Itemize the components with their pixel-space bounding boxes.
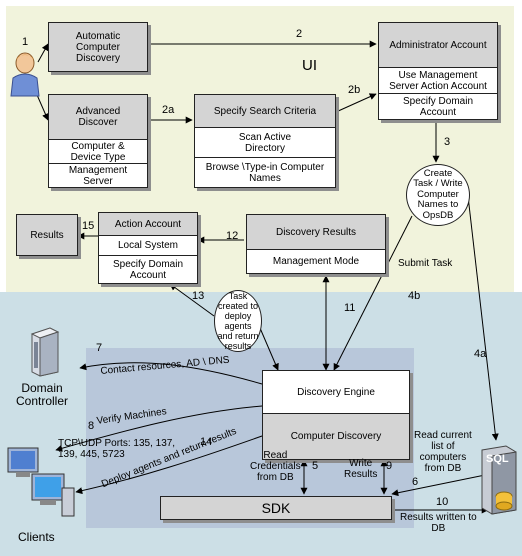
step-15: 15 bbox=[82, 220, 95, 232]
step-10: 10 bbox=[436, 496, 449, 508]
domain-controller-label: Domain Controller bbox=[16, 381, 69, 408]
management-mode-option: Management Mode bbox=[247, 249, 385, 273]
step-4a: 4a bbox=[474, 348, 487, 360]
step-3: 3 bbox=[444, 136, 451, 148]
arrow-13 bbox=[170, 284, 278, 370]
arrow-2b bbox=[335, 93, 377, 113]
read-current-label: Read current list of computers from DB bbox=[414, 430, 472, 474]
step-12: 12 bbox=[226, 230, 239, 242]
arrow-8 bbox=[55, 405, 263, 452]
arrow-1-auto bbox=[37, 43, 49, 63]
step-4b: 4b bbox=[408, 290, 421, 302]
server-icon bbox=[30, 327, 60, 377]
step-2a: 2a bbox=[162, 104, 175, 116]
arrow-7 bbox=[79, 362, 263, 385]
arrow-4a bbox=[467, 195, 499, 441]
clients-label: Clients bbox=[18, 530, 55, 544]
tcp-ports-label: TCP\UDP Ports: 135, 137, 139, 445, 5723 bbox=[58, 438, 176, 460]
arrow-6 bbox=[391, 473, 491, 497]
ui-label: UI bbox=[302, 57, 317, 74]
step-5: 5 bbox=[312, 460, 319, 472]
management-server-option: Management Server bbox=[49, 163, 147, 187]
step-9: 9 bbox=[386, 460, 393, 472]
results-written-label: Results written to DB bbox=[400, 512, 477, 534]
action-account-box: Action Account Local System Specify Doma… bbox=[98, 212, 198, 284]
step-14: 14 bbox=[200, 436, 213, 448]
step-1: 1 bbox=[22, 36, 29, 48]
discovery-engine-box: Discovery Engine Computer Discovery bbox=[262, 370, 410, 460]
sql-database-icon bbox=[481, 445, 517, 515]
specify-search-box: Specify Search Criteria Scan Active Dire… bbox=[194, 94, 336, 188]
sdk-box: SDK bbox=[160, 496, 392, 520]
specify-domain-option-2: Specify Domain Account bbox=[99, 255, 197, 283]
step-8: 8 bbox=[88, 420, 95, 432]
step-7: 7 bbox=[96, 342, 103, 354]
task-deploy-node: Task created to deploy agents and return… bbox=[214, 290, 262, 352]
results-box: Results bbox=[16, 214, 78, 256]
sdk-label: SDK bbox=[161, 497, 391, 519]
advanced-discover-box: Advanced Discover Computer & Device Type… bbox=[48, 94, 148, 188]
results-label: Results bbox=[17, 215, 77, 255]
discovery-engine-label: Discovery Engine bbox=[263, 371, 409, 413]
step-2b: 2b bbox=[348, 84, 361, 96]
scan-ad-option: Scan Active Directory bbox=[195, 127, 335, 157]
admin-account-box: Administrator Account Use Management Ser… bbox=[378, 22, 498, 120]
specify-search-label: Specify Search Criteria bbox=[195, 95, 335, 127]
action-account-label: Action Account bbox=[99, 213, 197, 235]
computer-device-type-option: Computer & Device Type bbox=[49, 139, 147, 163]
discovery-results-box: Discovery Results Management Mode bbox=[246, 214, 386, 274]
sql-label: SQL bbox=[486, 453, 509, 465]
computer-discovery-label: Computer Discovery bbox=[263, 413, 409, 459]
submit-task-label: Submit Task bbox=[398, 258, 453, 269]
automatic-discovery-box: Automatic Computer Discovery bbox=[48, 22, 148, 72]
client-computers-icon bbox=[7, 447, 75, 517]
automatic-discovery-label: Automatic Computer Discovery bbox=[49, 23, 147, 71]
step-13: 13 bbox=[192, 290, 205, 302]
step-6: 6 bbox=[412, 476, 419, 488]
use-mgmt-server-option: Use Management Server Action Account bbox=[379, 67, 497, 93]
advanced-discover-label: Advanced Discover bbox=[49, 95, 147, 139]
create-task-node: Create Task / Write Computer Names to Op… bbox=[406, 164, 470, 226]
user-icon bbox=[10, 52, 40, 97]
step-11: 11 bbox=[344, 302, 356, 314]
discovery-results-label: Discovery Results bbox=[247, 215, 385, 249]
browse-option: Browse \Type-in Computer Names bbox=[195, 157, 335, 187]
read-credentials-label: Read Credentials from DB bbox=[250, 450, 301, 483]
specify-domain-option-1: Specify Domain Account bbox=[379, 93, 497, 119]
step-2: 2 bbox=[296, 28, 303, 40]
local-system-option: Local System bbox=[99, 235, 197, 255]
arrow-14 bbox=[75, 435, 263, 495]
admin-account-label: Administrator Account bbox=[379, 23, 497, 67]
arrow-4b bbox=[333, 215, 413, 371]
write-results-label: Write Results bbox=[344, 458, 378, 480]
